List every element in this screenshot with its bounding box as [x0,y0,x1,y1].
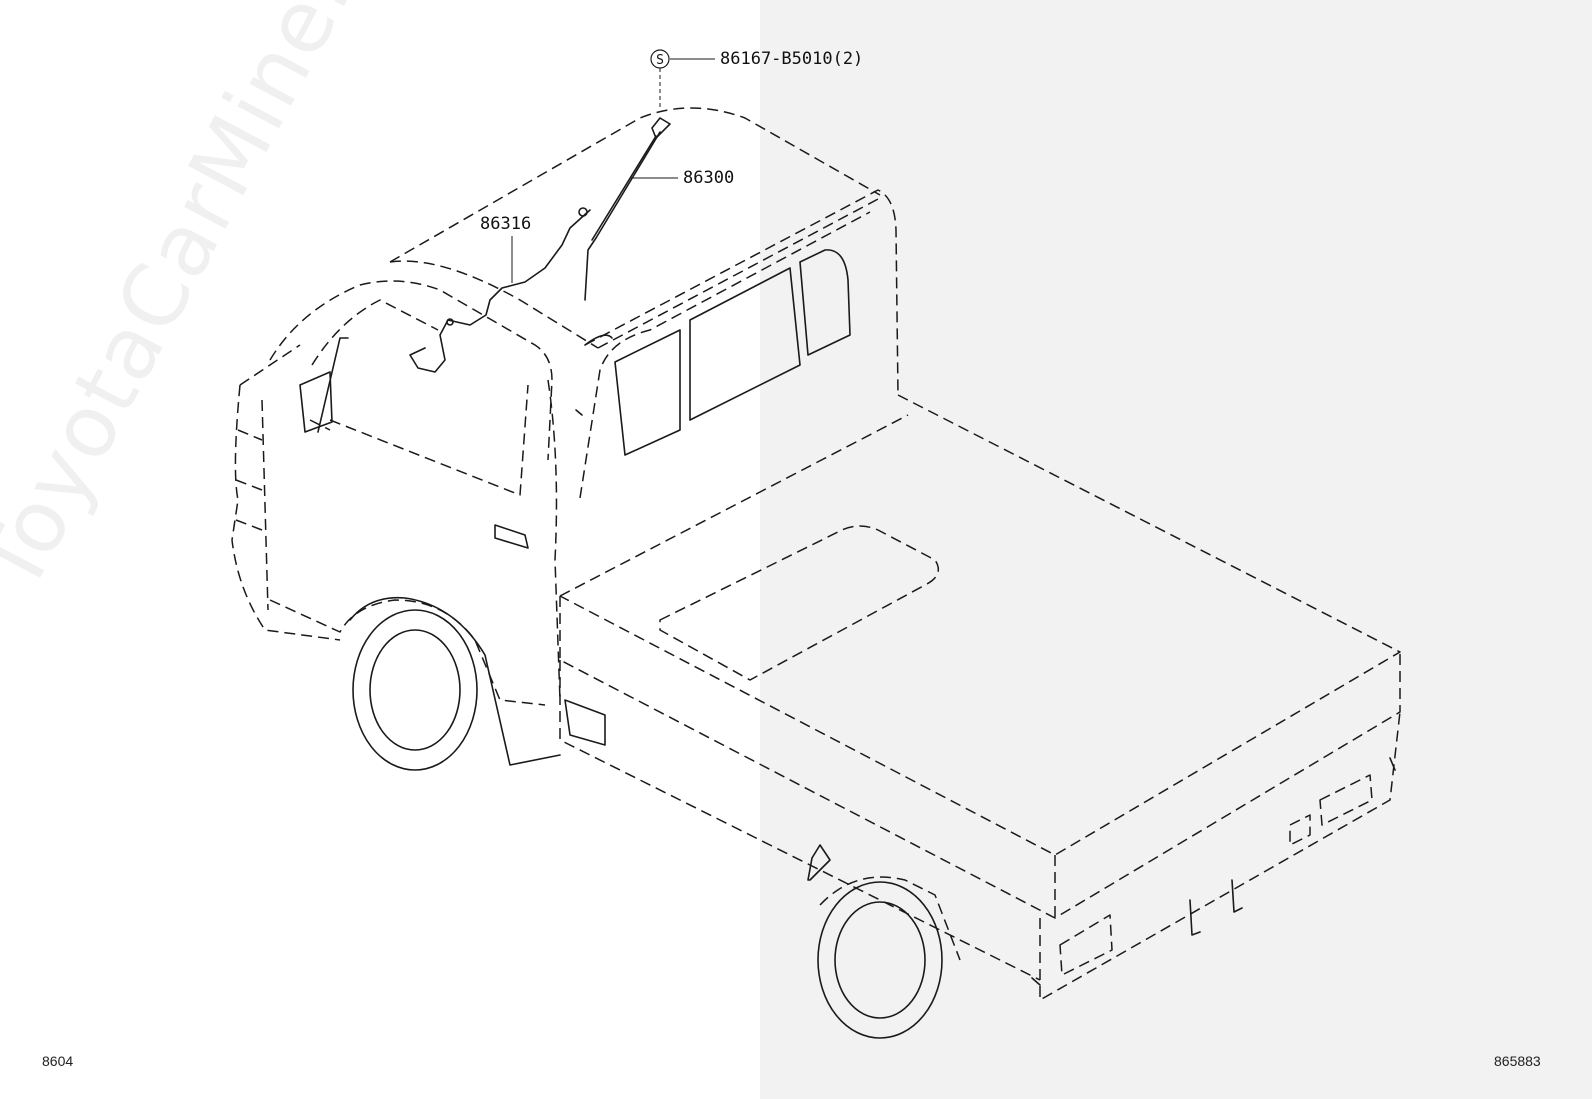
figure-code-right: 865883 [1494,1053,1541,1069]
roof-antenna-86300 [584,117,671,301]
cab-outline [231,107,899,771]
screw-symbol: S [650,49,670,108]
cargo-bed-outline [559,394,1401,1039]
antenna-cord-86316 [409,207,591,373]
part-label-86167: 86167-B5010(2) [720,49,863,69]
figure-code-left: 8604 [42,1053,74,1069]
svg-text:S: S [656,53,664,68]
part-label-86316: 86316 [480,214,531,234]
part-label-86300: 86300 [683,168,734,188]
shaded-background-panel [760,0,1592,1099]
